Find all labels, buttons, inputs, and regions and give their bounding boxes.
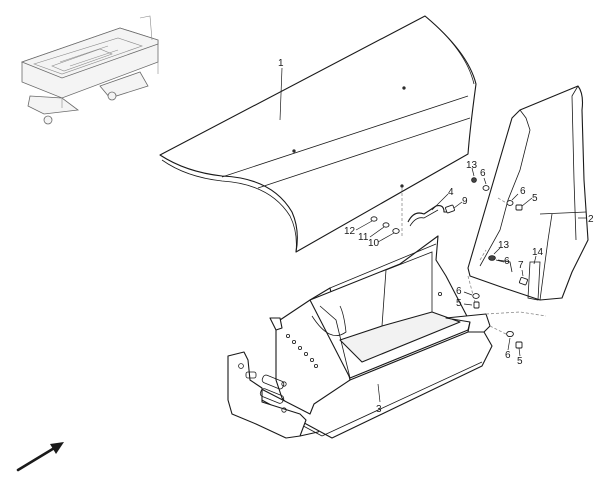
callout-6-top: 6 bbox=[480, 168, 486, 179]
callout-5-bottom: 5 bbox=[517, 356, 523, 367]
callout-14: 14 bbox=[532, 247, 544, 258]
fasteners bbox=[370, 177, 528, 349]
part-1-cover bbox=[159, 15, 477, 253]
part-3-frame bbox=[227, 235, 493, 439]
callout-6-panel: 6 bbox=[520, 186, 526, 197]
callout-6-left: 6 bbox=[456, 286, 462, 297]
callout-13-top: 13 bbox=[466, 160, 478, 171]
callout-13-lower: 13 bbox=[498, 240, 510, 251]
callout-7: 7 bbox=[518, 260, 524, 271]
callout-3: 3 bbox=[376, 404, 382, 415]
callout-12: 12 bbox=[344, 226, 356, 237]
direction-arrow-icon bbox=[16, 442, 64, 472]
callout-5-left: 5 bbox=[456, 298, 462, 309]
callouts: 1 2 3 4 9 12 11 10 13 6 6 5 13 6 14 7 6 … bbox=[278, 58, 594, 415]
part-2-side-panel bbox=[467, 85, 589, 301]
callout-5-panel: 5 bbox=[532, 193, 538, 204]
callout-2: 2 bbox=[588, 214, 594, 225]
callout-4: 4 bbox=[448, 187, 454, 198]
callout-10: 10 bbox=[368, 238, 380, 249]
machine-overview-icon bbox=[20, 15, 159, 125]
callout-11: 11 bbox=[358, 232, 369, 243]
callout-6-lower: 6 bbox=[504, 256, 510, 267]
callout-1: 1 bbox=[278, 58, 284, 69]
callout-6-bottom: 6 bbox=[505, 350, 511, 361]
leader-lines bbox=[279, 67, 586, 403]
assembly-lines bbox=[401, 188, 547, 335]
callout-9: 9 bbox=[462, 196, 468, 207]
